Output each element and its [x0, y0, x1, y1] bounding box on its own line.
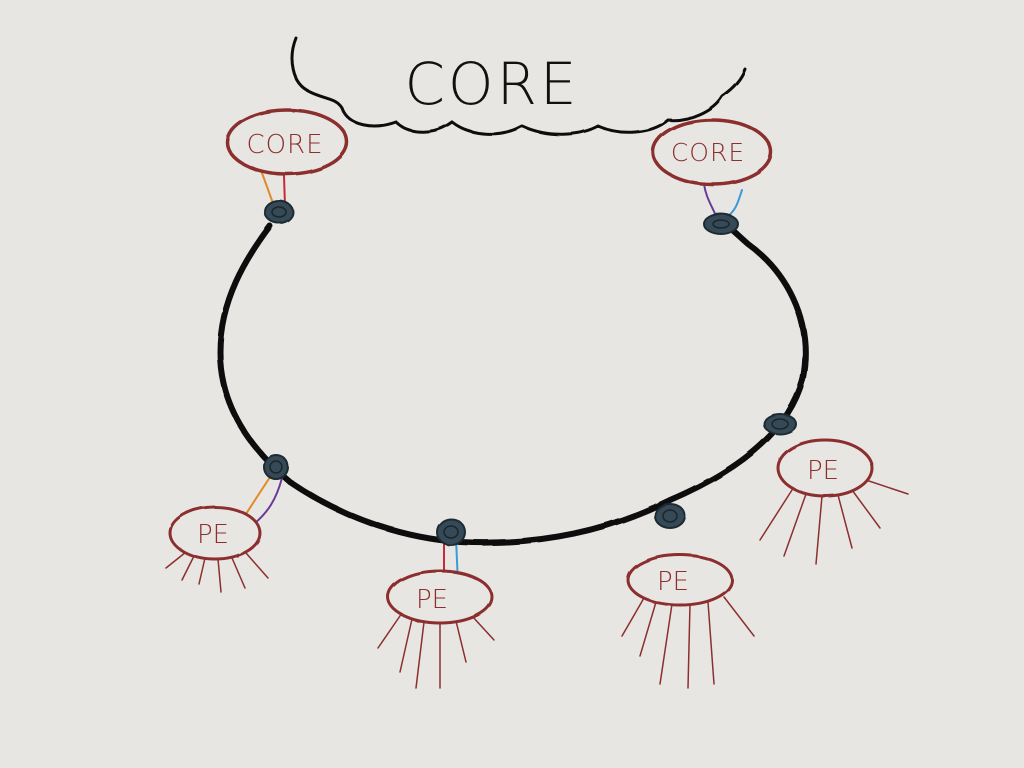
pe-router-3-label: PE: [657, 567, 689, 597]
ring-node-centers: [269, 206, 789, 539]
core-router-right: CORE: [651, 118, 773, 186]
ring-node: [703, 213, 739, 235]
ring-node: [264, 200, 294, 224]
core-cloud-label: CORE: [404, 50, 579, 118]
pe-router-4-shape: [776, 438, 874, 498]
ring-link: [216, 223, 809, 546]
link-pe1-orange: [241, 473, 273, 521]
link-core-right-blue: [727, 189, 743, 217]
ring-node: [263, 454, 289, 480]
pe-router-1-fanout: [165, 551, 269, 593]
pe-router-4-fanout: [759, 479, 909, 565]
pe-router-2-label: PE: [416, 585, 448, 615]
link-core-right-purple: [703, 183, 717, 217]
pe-router-4: PE: [759, 438, 909, 565]
ring-node: [763, 413, 797, 435]
core-router-left-label: CORE: [246, 130, 323, 160]
core-router-right-shape: [651, 118, 773, 186]
ring-node: [654, 503, 686, 529]
core-cloud-outline: [290, 36, 747, 136]
pe-router-3-shape: [626, 553, 734, 607]
pe-router-4-label: PE: [807, 456, 839, 486]
pe-router-2-fanout: [377, 612, 495, 689]
core-router-left: CORE: [225, 108, 349, 176]
pe-router-3-fanout: [621, 596, 755, 689]
core-router-right-label: CORE: [671, 138, 745, 167]
pe-router-1-label: PE: [197, 520, 229, 550]
ring-node-ring: [443, 525, 459, 539]
pe-router-1: PE: [165, 505, 269, 593]
ring-node-ring: [271, 206, 287, 218]
ring-nodes: [263, 200, 797, 546]
link-core-left-orange: [261, 172, 275, 207]
pe-router-3: PE: [621, 553, 755, 689]
core-router-left-shape: [225, 108, 349, 176]
ring-node-ring: [712, 219, 730, 229]
pe-router-2: PE: [377, 569, 495, 689]
link-pe1-purple: [253, 477, 283, 525]
pe-router-2-shape: [386, 569, 494, 625]
pe-router-1-shape: [168, 505, 262, 561]
ring-node-ring: [771, 418, 789, 430]
ring-node-ring: [269, 460, 283, 474]
core-cloud: [290, 36, 747, 136]
ring-node: [436, 518, 466, 546]
ring-node-ring: [662, 509, 678, 523]
access-links: [241, 172, 743, 585]
